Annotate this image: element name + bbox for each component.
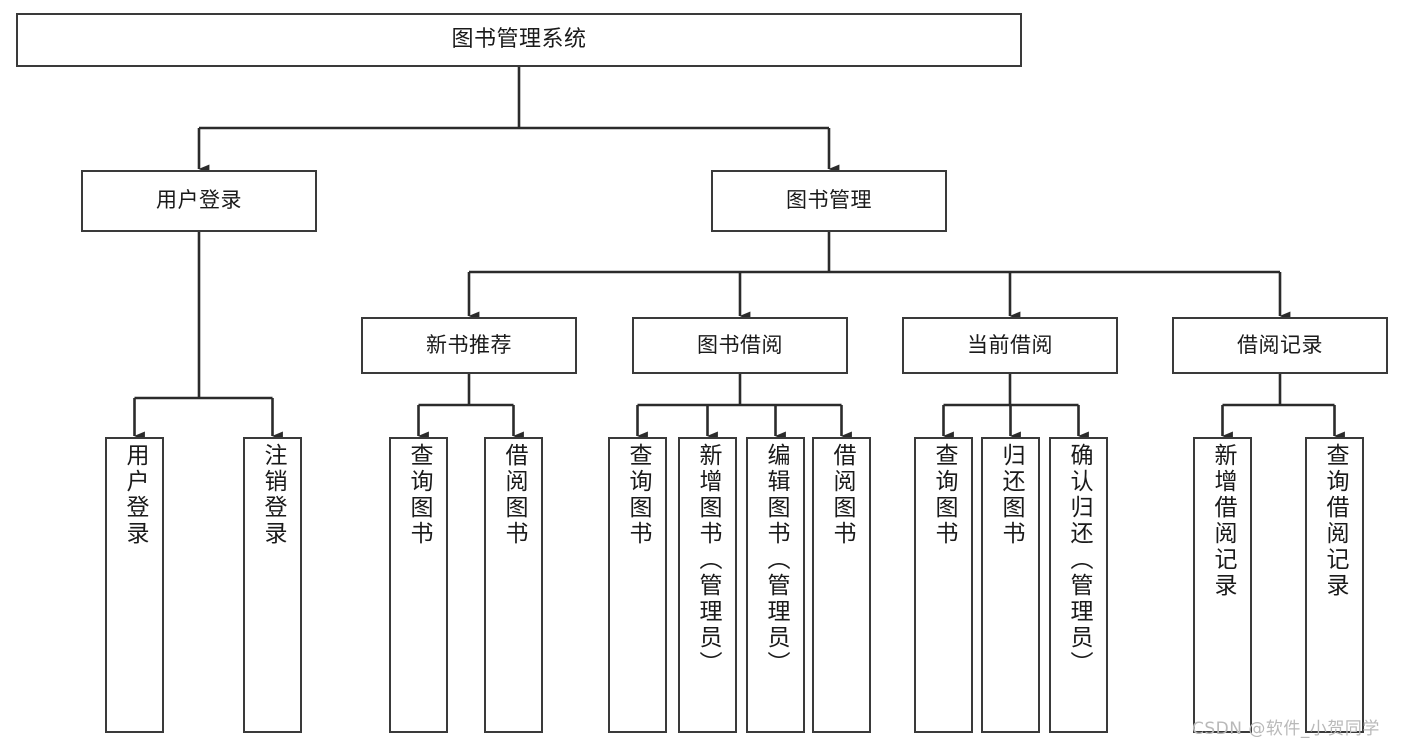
node-label: 新书推荐 [426,332,512,357]
node-leaf-add-record[interactable]: 新增借阅记录 [1193,437,1252,733]
node-label: 新增借阅记录 [1210,443,1236,599]
node-leaf-borrow-book-bb[interactable]: 借阅图书 [812,437,871,733]
node-leaf-add-book[interactable]: 新增图书（管理员） [678,437,737,733]
node-label: 图书管理 [786,188,872,213]
node-leaf-query-book-bb[interactable]: 查询图书 [608,437,667,733]
node-root[interactable]: 图书管理系统 [16,13,1022,67]
node-label: 用户登录 [122,443,148,547]
node-leaf-confirm-return[interactable]: 确认归还（管理员） [1049,437,1108,733]
node-label: 注销登录 [260,443,286,547]
node-new-book-rec[interactable]: 新书推荐 [361,317,577,374]
node-label: 当前借阅 [967,332,1053,357]
node-label: 归还图书 [998,443,1024,547]
node-user-login[interactable]: 用户登录 [81,170,317,232]
node-leaf-user-login[interactable]: 用户登录 [105,437,164,733]
node-leaf-edit-book[interactable]: 编辑图书（管理员） [746,437,805,733]
node-book-manage[interactable]: 图书管理 [711,170,947,232]
node-book-borrow[interactable]: 图书借阅 [632,317,848,374]
node-label: 借阅记录 [1237,332,1323,357]
node-label: 查询图书 [625,443,651,547]
node-label: 查询图书 [406,443,432,547]
node-label: 借阅图书 [501,443,527,547]
node-leaf-query-book-rec[interactable]: 查询图书 [389,437,448,733]
node-label: 用户登录 [156,188,242,213]
node-label: 查询图书 [931,443,957,547]
node-current-borrow[interactable]: 当前借阅 [902,317,1118,374]
node-label: 新增图书（管理员） [695,443,721,677]
csdn-watermark: CSDN @软件_小贺同学 [1192,719,1380,739]
node-label: 查询借阅记录 [1322,443,1348,599]
node-leaf-logout[interactable]: 注销登录 [243,437,302,733]
node-label: 编辑图书（管理员） [763,443,789,677]
node-label: 图书管理系统 [451,26,587,52]
node-leaf-query-record[interactable]: 查询借阅记录 [1305,437,1364,733]
node-leaf-query-book-cb[interactable]: 查询图书 [914,437,973,733]
node-leaf-return-book[interactable]: 归还图书 [981,437,1040,733]
node-leaf-borrow-book-rec[interactable]: 借阅图书 [484,437,543,733]
node-label: 借阅图书 [829,443,855,547]
node-borrow-record[interactable]: 借阅记录 [1172,317,1388,374]
node-label: 确认归还（管理员） [1066,443,1092,677]
node-label: 图书借阅 [697,332,783,357]
